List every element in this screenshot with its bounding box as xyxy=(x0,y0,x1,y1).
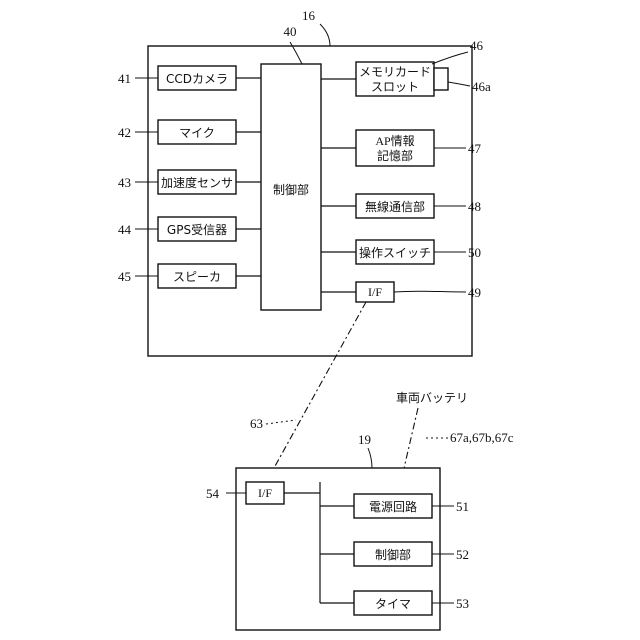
component-50-ref: 50 xyxy=(468,245,481,260)
component-44-label: GPS受信器 xyxy=(167,223,227,237)
device-16-ref: 16 xyxy=(302,8,316,23)
component-52: 制御部 52 xyxy=(354,542,469,566)
link-63-ref: 63 xyxy=(250,416,263,431)
component-53-label: タイマ xyxy=(375,597,411,611)
interface-54-ref: 54 xyxy=(206,486,220,501)
component-49-label: I/F xyxy=(368,285,382,299)
controller-40-label: 制御部 xyxy=(273,182,309,197)
controller-40-ref: 40 xyxy=(284,24,297,39)
component-43-label: 加速度センサ xyxy=(161,175,233,190)
vehicle-battery-label: 車両バッテリ xyxy=(396,391,468,405)
interface-54-label: I/F xyxy=(258,486,272,500)
component-43-ref: 43 xyxy=(118,175,131,190)
component-47-ref: 47 xyxy=(468,141,482,156)
component-44-ref: 44 xyxy=(118,222,132,237)
component-42-ref: 42 xyxy=(118,125,131,140)
component-48-label: 無線通信部 xyxy=(365,199,425,214)
component-46a-ref: 46a xyxy=(472,79,491,94)
component-51: 電源回路 51 xyxy=(354,494,469,518)
component-46-ref: 46 xyxy=(470,38,484,53)
component-45-ref: 45 xyxy=(118,269,131,284)
device-19-ref: 19 xyxy=(358,432,371,447)
component-42-label: マイク xyxy=(179,126,215,140)
component-50-label: 操作スイッチ xyxy=(359,245,431,260)
device-19-ref-leader xyxy=(368,448,372,468)
component-46-label-1: メモリカード xyxy=(359,65,431,79)
component-53-ref: 53 xyxy=(456,596,469,611)
component-51-label: 電源回路 xyxy=(369,499,417,514)
component-46-label-2: スロット xyxy=(371,80,419,94)
component-53: タイマ 53 xyxy=(354,591,469,615)
component-41-ref: 41 xyxy=(118,71,131,86)
component-41-label: CCDカメラ xyxy=(166,72,228,86)
component-52-label: 制御部 xyxy=(375,547,411,562)
card-slot-46a xyxy=(434,68,448,90)
component-52-ref: 52 xyxy=(456,547,469,562)
component-47-label-1: AP情報 xyxy=(375,134,414,148)
component-48-ref: 48 xyxy=(468,199,481,214)
device-16-ref-leader xyxy=(320,24,330,46)
component-45-label: スピーカ xyxy=(173,270,221,284)
component-51-ref: 51 xyxy=(456,499,469,514)
component-49-ref: 49 xyxy=(468,285,481,300)
component-47-label-2: 記憶部 xyxy=(377,148,413,163)
vehicle-battery-ref: 67a,67b,67c xyxy=(450,430,514,445)
